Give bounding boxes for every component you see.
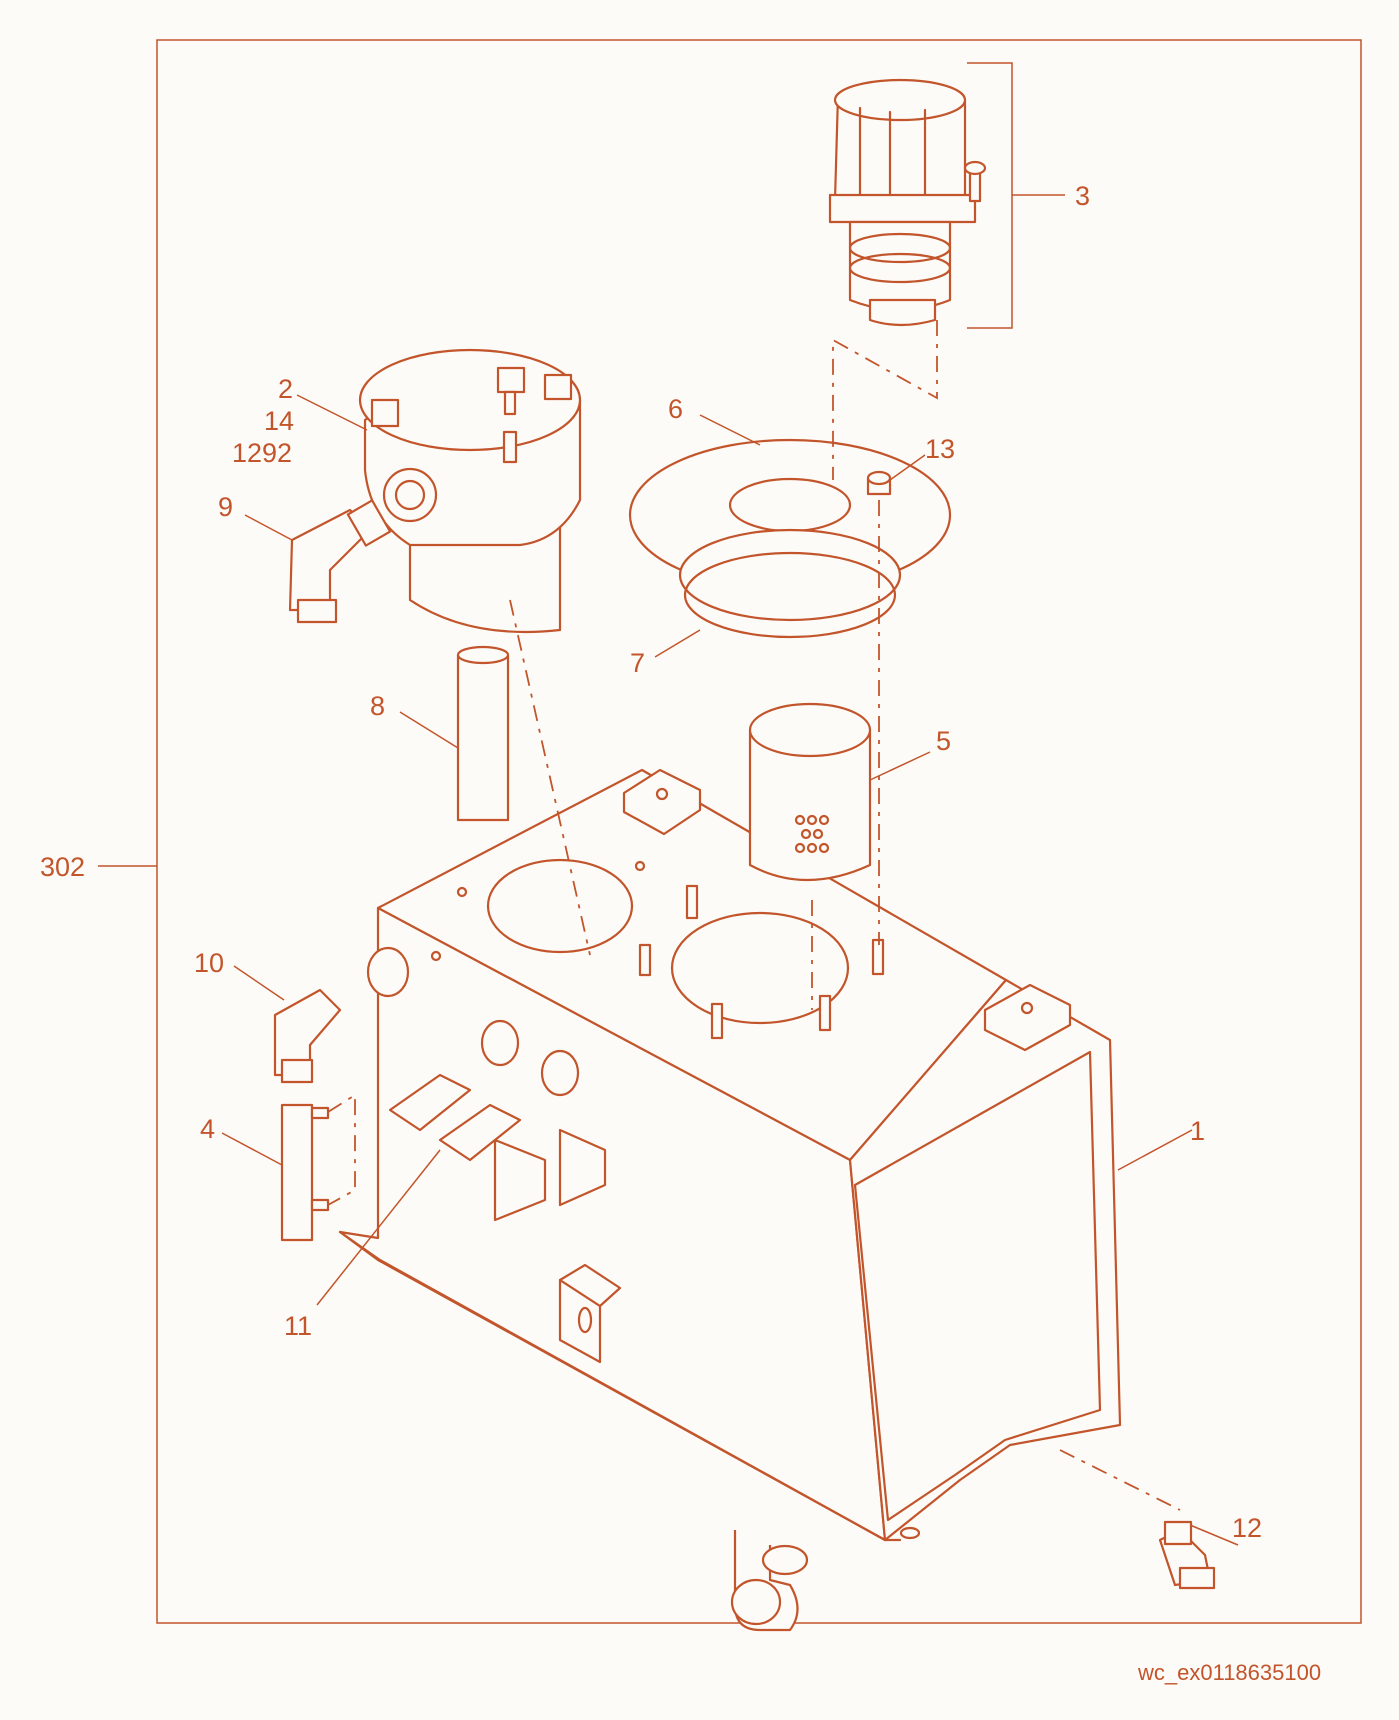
callout-5: 5 bbox=[936, 726, 951, 756]
callout-1292: 1292 bbox=[232, 438, 292, 468]
assembly-line-3 bbox=[832, 320, 938, 480]
callout-11: 11 bbox=[284, 1311, 312, 1341]
callout-10: 10 bbox=[194, 948, 224, 978]
assembly-line-2 bbox=[509, 599, 591, 956]
plug-13 bbox=[866, 454, 926, 496]
assembly-line-12 bbox=[1059, 1449, 1181, 1511]
callout-7: 7 bbox=[630, 648, 645, 678]
callout-8: 8 bbox=[370, 691, 385, 721]
callout-6: 6 bbox=[668, 394, 683, 424]
elbow-fitting-9 bbox=[244, 499, 392, 624]
callout-1: 1 bbox=[1190, 1116, 1205, 1146]
filter-assembly bbox=[296, 348, 582, 634]
callout-3: 3 bbox=[1075, 181, 1090, 211]
callout-2: 2 bbox=[278, 374, 293, 404]
suction-strainer-5 bbox=[748, 702, 931, 882]
frame-label: 302 bbox=[40, 852, 85, 882]
diagram-code: wc_ex0118635100 bbox=[1137, 1660, 1321, 1685]
callout-14: 14 bbox=[264, 406, 294, 436]
callout-12: 12 bbox=[1232, 1513, 1262, 1543]
flange-gasket-6 bbox=[628, 414, 952, 622]
elbow-fitting-12 bbox=[1158, 1520, 1239, 1590]
elbow-fitting-10 bbox=[233, 946, 410, 1084]
pipe-nipple-8 bbox=[399, 645, 510, 822]
sight-gauge-4 bbox=[221, 1093, 356, 1242]
breather-assembly bbox=[828, 62, 1065, 329]
callout-13: 13 bbox=[925, 434, 955, 464]
fittings-11 bbox=[316, 1019, 607, 1306]
callout-4: 4 bbox=[200, 1114, 215, 1144]
callout-9: 9 bbox=[218, 492, 233, 522]
gasket-7 bbox=[654, 551, 897, 658]
leader-1 bbox=[1117, 1129, 1193, 1171]
hydraulic-tank bbox=[338, 768, 1122, 1632]
